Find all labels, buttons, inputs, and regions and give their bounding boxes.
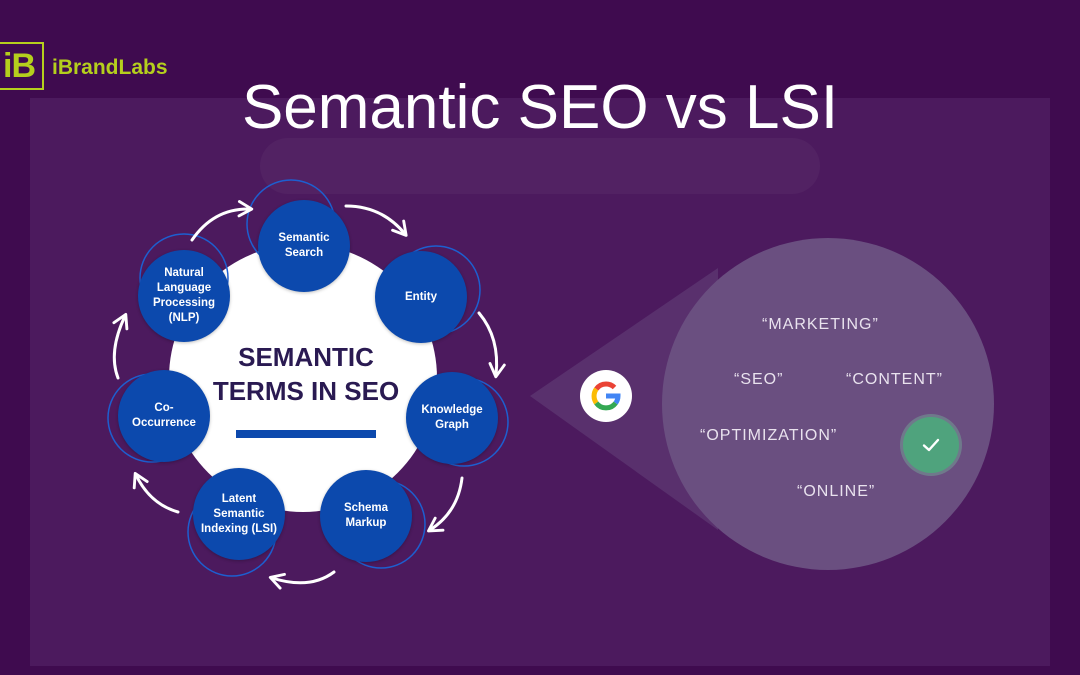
term-content: “CONTENT” (846, 371, 943, 388)
node-lsi: Latent Semantic Indexing (LSI) (193, 468, 285, 560)
cycle-arrow-icon (112, 200, 506, 590)
logo-name: iBrandLabs (52, 56, 168, 79)
term-seo: “SEO” (734, 371, 784, 388)
center-circle (169, 244, 437, 512)
term-optimization: “OPTIMIZATION” (700, 427, 838, 444)
google-icon (580, 370, 632, 422)
node-co-occurrence: Co-Occurrence (118, 370, 210, 462)
term-online: “ONLINE” (797, 483, 876, 500)
check-icon (903, 417, 959, 473)
center-label: SEMANTIC TERMS IN SEO (212, 342, 400, 406)
term-marketing: “MARKETING” (762, 316, 879, 333)
logo-mark: iB (0, 42, 44, 90)
center-underline (236, 430, 376, 438)
node-nlp: Natural Language Processing (NLP) (138, 250, 230, 342)
node-semantic-search: Semantic Search (258, 200, 350, 292)
node-knowledge-graph: Knowledge Graph (406, 372, 498, 464)
node-entity: Entity (375, 251, 467, 343)
page-title: Semantic SEO vs LSI (241, 73, 839, 142)
node-schema-markup: Schema Markup (320, 470, 412, 562)
terms-circle (662, 238, 994, 570)
